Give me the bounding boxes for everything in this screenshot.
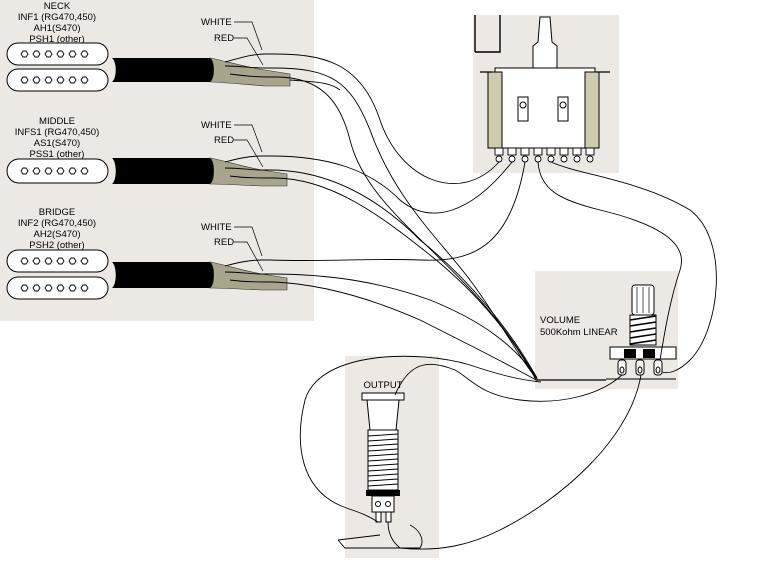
middle-model-3: PSS1 (other) xyxy=(30,149,85,160)
volume-label: VOLUME xyxy=(540,315,580,326)
middle-model-2: AS1(S470) xyxy=(34,138,80,149)
middle-white-label: WHITE xyxy=(201,120,232,131)
neck-pickup: NECK INF1 (RG470,450) AH1(S470) PSH1 (ot… xyxy=(6,1,291,92)
neck-model-2: AH1(S470) xyxy=(34,23,81,34)
bridge-title: BRIDGE xyxy=(39,207,75,218)
bridge-red-label: RED xyxy=(214,237,234,248)
middle-red-label: RED xyxy=(214,135,234,146)
middle-poles xyxy=(20,167,89,175)
bridge-wires xyxy=(224,259,274,283)
bridge-cable xyxy=(112,262,214,288)
bridge-model-2: AH2(S470) xyxy=(34,229,81,240)
middle-pickup: MIDDLE INFS1 (RG470,450) AS1(S470) PSS1 … xyxy=(6,116,288,187)
bridge-model-3: PSH2 (other) xyxy=(29,240,84,251)
neck-wires xyxy=(224,53,276,78)
middle-sheath xyxy=(208,157,288,187)
neck-red-label: RED xyxy=(214,33,234,44)
switch-rail-right xyxy=(584,71,600,149)
switch-screw-right xyxy=(557,96,569,122)
bridge-white-label: WHITE xyxy=(201,222,232,233)
switch-body xyxy=(494,67,596,149)
switch-rail-left xyxy=(487,71,503,149)
pot-lugs xyxy=(617,359,663,376)
volume-pot: VOLUME 500Kohm LINEAR xyxy=(540,284,677,380)
pickup-selector-switch xyxy=(474,15,610,163)
bridge-pickup: BRIDGE INF2 (RG470,450) AH2(S470) PSH2 (… xyxy=(6,207,288,300)
volume-spec: 500Kohm LINEAR xyxy=(540,327,618,338)
wiring xyxy=(269,53,717,550)
middle-model-1: INFS1 (RG470,450) xyxy=(15,127,99,138)
neck-white-label: WHITE xyxy=(201,17,232,28)
bridge-model-1: INF2 (RG470,450) xyxy=(18,218,96,229)
neck-poles xyxy=(20,50,89,84)
output-jack: OUTPUT xyxy=(361,380,405,523)
bridge-poles xyxy=(20,257,89,292)
output-label: OUTPUT xyxy=(363,380,402,391)
switch-screw-left xyxy=(517,96,529,122)
switch-terminals xyxy=(494,147,595,163)
middle-cable xyxy=(112,158,214,184)
middle-title: MIDDLE xyxy=(39,116,75,127)
neck-sheath xyxy=(208,57,291,87)
middle-wires xyxy=(224,155,274,179)
neck-title: NECK xyxy=(44,1,71,12)
neck-model-1: INF1 (RG470,450) xyxy=(18,12,96,23)
neck-model-3: PSH1 (other) xyxy=(29,34,84,45)
neck-cable xyxy=(112,58,214,82)
bridge-sheath xyxy=(208,261,288,291)
